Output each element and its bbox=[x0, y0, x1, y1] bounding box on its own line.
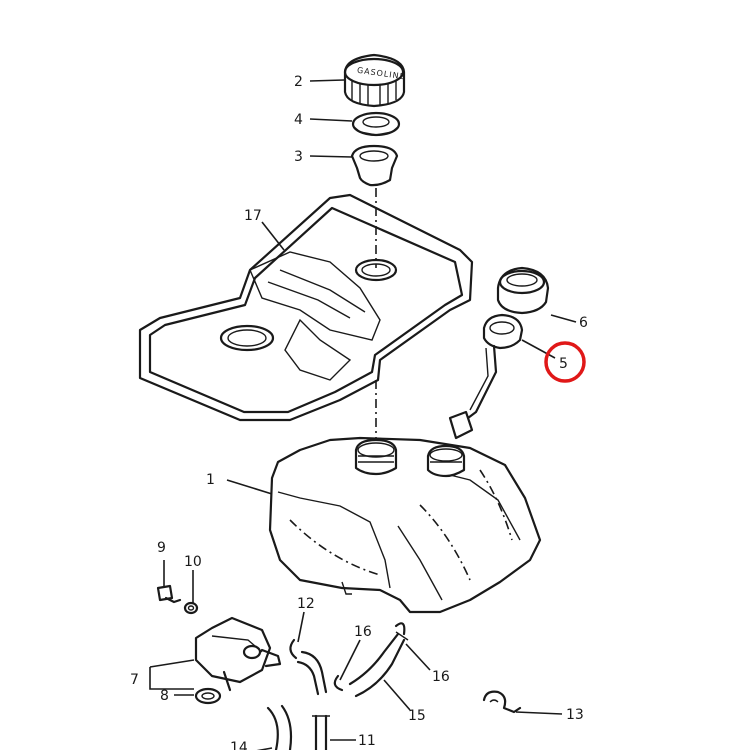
part-7-fuel-cock bbox=[194, 616, 282, 692]
part-2-filler-cap: GASOLINE bbox=[343, 53, 406, 108]
callout-1: 1 bbox=[206, 472, 215, 488]
callout-3: 3 bbox=[294, 149, 303, 165]
part-5-fuel-gauge bbox=[448, 313, 524, 440]
part-1-fuel-tank bbox=[268, 436, 542, 614]
callout-4: 4 bbox=[294, 112, 303, 128]
callout-6: 6 bbox=[579, 315, 588, 331]
callout-10: 10 bbox=[184, 554, 202, 570]
callout-labels: 2 4 3 17 1 6 5 9 10 12 16 16 15 7 8 14 1… bbox=[130, 74, 588, 750]
callout-2: 2 bbox=[294, 74, 303, 90]
part-16-clip-left bbox=[333, 674, 344, 692]
callout-14: 13 bbox=[566, 707, 584, 723]
part-15-hose bbox=[348, 631, 409, 698]
part-3-filler-neck bbox=[350, 144, 399, 187]
callout-12: 12 bbox=[297, 596, 315, 612]
part-13-fuel-hose bbox=[266, 704, 293, 750]
callout-5: 5 bbox=[559, 356, 568, 372]
part-16-clip-right bbox=[394, 622, 406, 636]
part-10-washer bbox=[183, 601, 199, 615]
part-12-hose-clip bbox=[289, 638, 298, 660]
callout-9: 9 bbox=[157, 540, 166, 556]
callout-7: 7 bbox=[130, 672, 139, 688]
callout-17: 17 bbox=[244, 208, 262, 224]
callout-11: 11 bbox=[358, 733, 376, 749]
callout-13: 14 bbox=[230, 740, 248, 750]
part-11-hose bbox=[312, 714, 330, 750]
highlight-circle bbox=[544, 341, 586, 383]
callout-15: 15 bbox=[408, 708, 426, 724]
leader-lines bbox=[149, 79, 577, 750]
part-4-cap-gasket bbox=[351, 111, 401, 137]
part-14-clamp bbox=[482, 690, 522, 714]
callout-8: 8 bbox=[160, 688, 169, 704]
part-17-tank-cover bbox=[138, 193, 474, 422]
callout-16-right: 16 bbox=[432, 669, 450, 685]
part-9-bolt bbox=[156, 584, 182, 604]
part-6-cover-cap bbox=[496, 266, 550, 315]
part-8-o-ring bbox=[194, 687, 222, 705]
callout-16-left: 16 bbox=[354, 624, 372, 640]
part-hose-short bbox=[296, 650, 328, 696]
